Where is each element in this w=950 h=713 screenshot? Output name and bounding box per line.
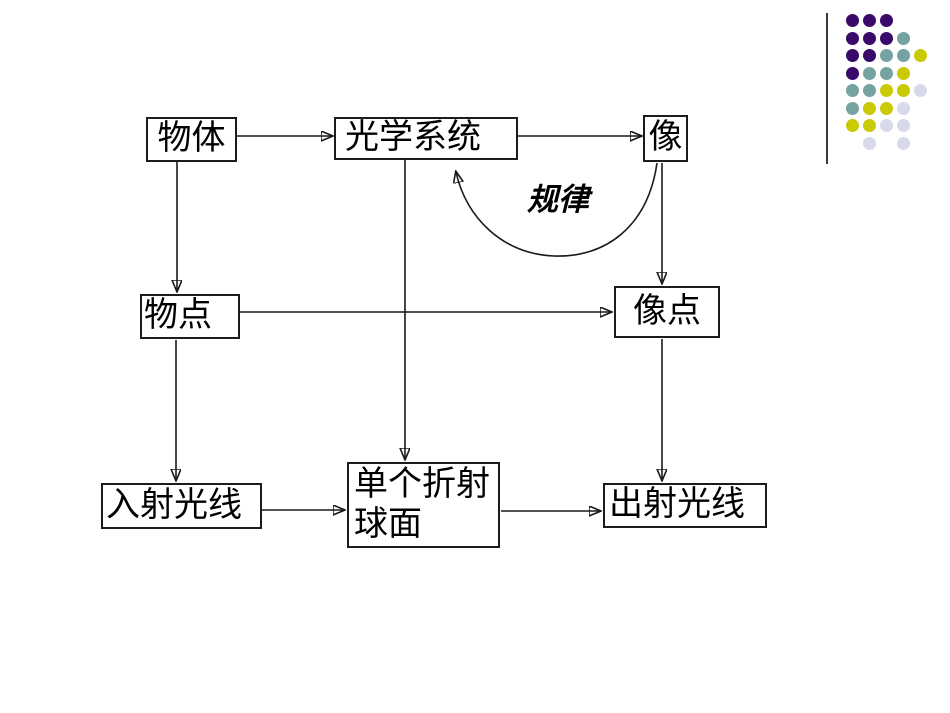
decoration-dot	[880, 31, 893, 45]
decoration-dot	[846, 31, 859, 45]
decoration-dot	[863, 14, 876, 27]
node-image-point: 像点	[614, 286, 720, 338]
decoration-dot	[863, 136, 876, 150]
node-single-refracting-surface-label: 单个折射 球面	[354, 466, 490, 544]
decoration-dots	[846, 14, 941, 164]
decoration-dot	[880, 84, 893, 97]
node-image: 像	[643, 115, 688, 162]
node-single-refracting-surface: 单个折射 球面	[347, 462, 500, 548]
decoration-dot	[914, 84, 927, 97]
decoration-dot	[863, 84, 876, 97]
node-exit-ray: 出射光线	[603, 483, 767, 528]
decoration-dot	[880, 119, 893, 132]
decoration-dot	[880, 66, 893, 80]
decoration-dot	[880, 101, 893, 115]
node-incident-ray-label: 入射光线	[106, 486, 242, 524]
decoration-vertical-line	[826, 13, 828, 164]
node-exit-ray-label: 出射光线	[609, 486, 745, 524]
decoration-dot	[846, 66, 859, 80]
decoration-dot	[863, 119, 876, 132]
decoration-dot	[846, 101, 859, 115]
decoration-dot	[863, 31, 876, 45]
decoration-dot	[897, 66, 910, 80]
decoration-dot	[880, 49, 893, 62]
decoration-dot	[897, 31, 910, 45]
decoration-dot	[846, 14, 859, 27]
decoration-dot	[863, 66, 876, 80]
node-optical-system: 光学系统	[334, 117, 518, 160]
node-object-point: 物点	[140, 294, 240, 339]
decoration-dot	[846, 49, 859, 62]
decoration-dot	[897, 119, 910, 132]
decoration-dot	[897, 101, 910, 115]
decoration-dot	[863, 101, 876, 115]
decoration-dot	[846, 84, 859, 97]
decoration-dot	[914, 49, 927, 62]
decoration-dot	[897, 136, 910, 150]
node-object-label: 物体	[157, 120, 226, 158]
decoration-dot	[846, 119, 859, 132]
curved-arrow-label: 规律	[527, 182, 589, 217]
curved-arrow-image-to-optical-system	[456, 162, 658, 257]
node-object-point-label: 物点	[144, 297, 212, 335]
node-incident-ray: 入射光线	[101, 483, 262, 529]
node-image-label: 像	[648, 119, 683, 157]
decoration-dot	[880, 14, 893, 27]
node-optical-system-label: 光学系统	[345, 119, 481, 157]
decoration-dot	[897, 49, 910, 62]
decoration-dot	[897, 84, 910, 97]
decoration-dot	[863, 49, 876, 62]
node-object: 物体	[146, 117, 237, 162]
node-image-point-label: 像点	[633, 292, 701, 330]
